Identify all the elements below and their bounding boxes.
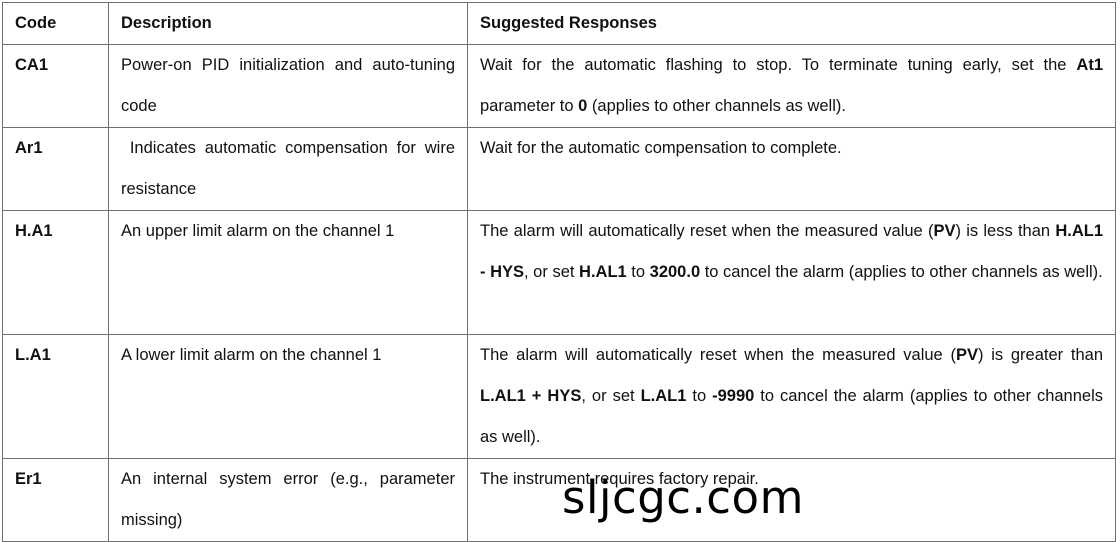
response-param: H.AL1 - HYS bbox=[480, 222, 1103, 281]
row-description: Power-on PID initialization and auto-tun… bbox=[108, 44, 468, 128]
row-code: Er1 bbox=[2, 458, 109, 542]
row-code: H.A1 bbox=[2, 210, 109, 335]
response-text: The alarm will automatically reset when … bbox=[480, 222, 934, 240]
response-text: to bbox=[686, 387, 713, 405]
header-responses: Suggested Responses bbox=[467, 2, 1116, 45]
response-text: The alarm will automatically reset when … bbox=[480, 346, 956, 364]
row-description: A lower limit alarm on the channel 1 bbox=[108, 334, 468, 459]
response-text: to cancel the alarm (applies to other ch… bbox=[480, 387, 1103, 446]
table-row: CA1 Power-on PID initialization and auto… bbox=[2, 44, 1116, 128]
response-text: to cancel the alarm (applies to other ch… bbox=[700, 263, 1103, 281]
response-text: Wait for the automatic compensation to c… bbox=[480, 139, 842, 157]
response-param: 0 bbox=[578, 97, 588, 115]
response-param: PV bbox=[933, 222, 956, 240]
response-param: L.AL1 + HYS bbox=[480, 387, 582, 405]
response-text: , or set bbox=[524, 263, 580, 281]
header-code: Code bbox=[2, 2, 109, 45]
table-row: Er1 An internal system error (e.g., para… bbox=[2, 458, 1116, 542]
response-param: -9990 bbox=[712, 387, 755, 405]
row-code: Ar1 bbox=[2, 127, 109, 211]
response-text: (applies to other channels as well). bbox=[587, 97, 846, 115]
table-header-row: Code Description Suggested Responses bbox=[2, 2, 1116, 45]
response-text: ) is less than bbox=[955, 222, 1056, 240]
response-param: At1 bbox=[1076, 56, 1103, 74]
response-param: H.AL1 bbox=[579, 263, 627, 281]
response-text: ) is greater than bbox=[977, 346, 1103, 364]
row-response: Wait for the automatic compensation to c… bbox=[467, 127, 1116, 211]
response-text: , or set bbox=[581, 387, 641, 405]
row-description: An internal system error (e.g., paramete… bbox=[108, 458, 468, 542]
row-description: Indicates automatic compensation for wir… bbox=[108, 127, 468, 211]
row-response: Wait for the automatic flashing to stop.… bbox=[467, 44, 1116, 128]
response-text: to bbox=[626, 263, 650, 281]
response-text: Wait for the automatic flashing to stop.… bbox=[480, 56, 1077, 74]
row-response: The alarm will automatically reset when … bbox=[467, 210, 1116, 335]
table-row: Ar1 Indicates automatic compensation for… bbox=[2, 127, 1116, 211]
response-param: 3200.0 bbox=[649, 263, 701, 281]
response-text: parameter to bbox=[480, 97, 579, 115]
row-description: An upper limit alarm on the channel 1 bbox=[108, 210, 468, 335]
row-response: The alarm will automatically reset when … bbox=[467, 334, 1116, 459]
response-param: PV bbox=[955, 346, 978, 364]
response-text: The instrument requires factory repair. bbox=[480, 470, 759, 488]
table-row: H.A1 An upper limit alarm on the channel… bbox=[2, 210, 1116, 335]
header-description: Description bbox=[108, 2, 468, 45]
response-param: L.AL1 bbox=[640, 387, 687, 405]
row-code: CA1 bbox=[2, 44, 109, 128]
row-response: The instrument requires factory repair. bbox=[467, 458, 1116, 542]
row-code: L.A1 bbox=[2, 334, 109, 459]
table-row: L.A1 A lower limit alarm on the channel … bbox=[2, 334, 1116, 459]
